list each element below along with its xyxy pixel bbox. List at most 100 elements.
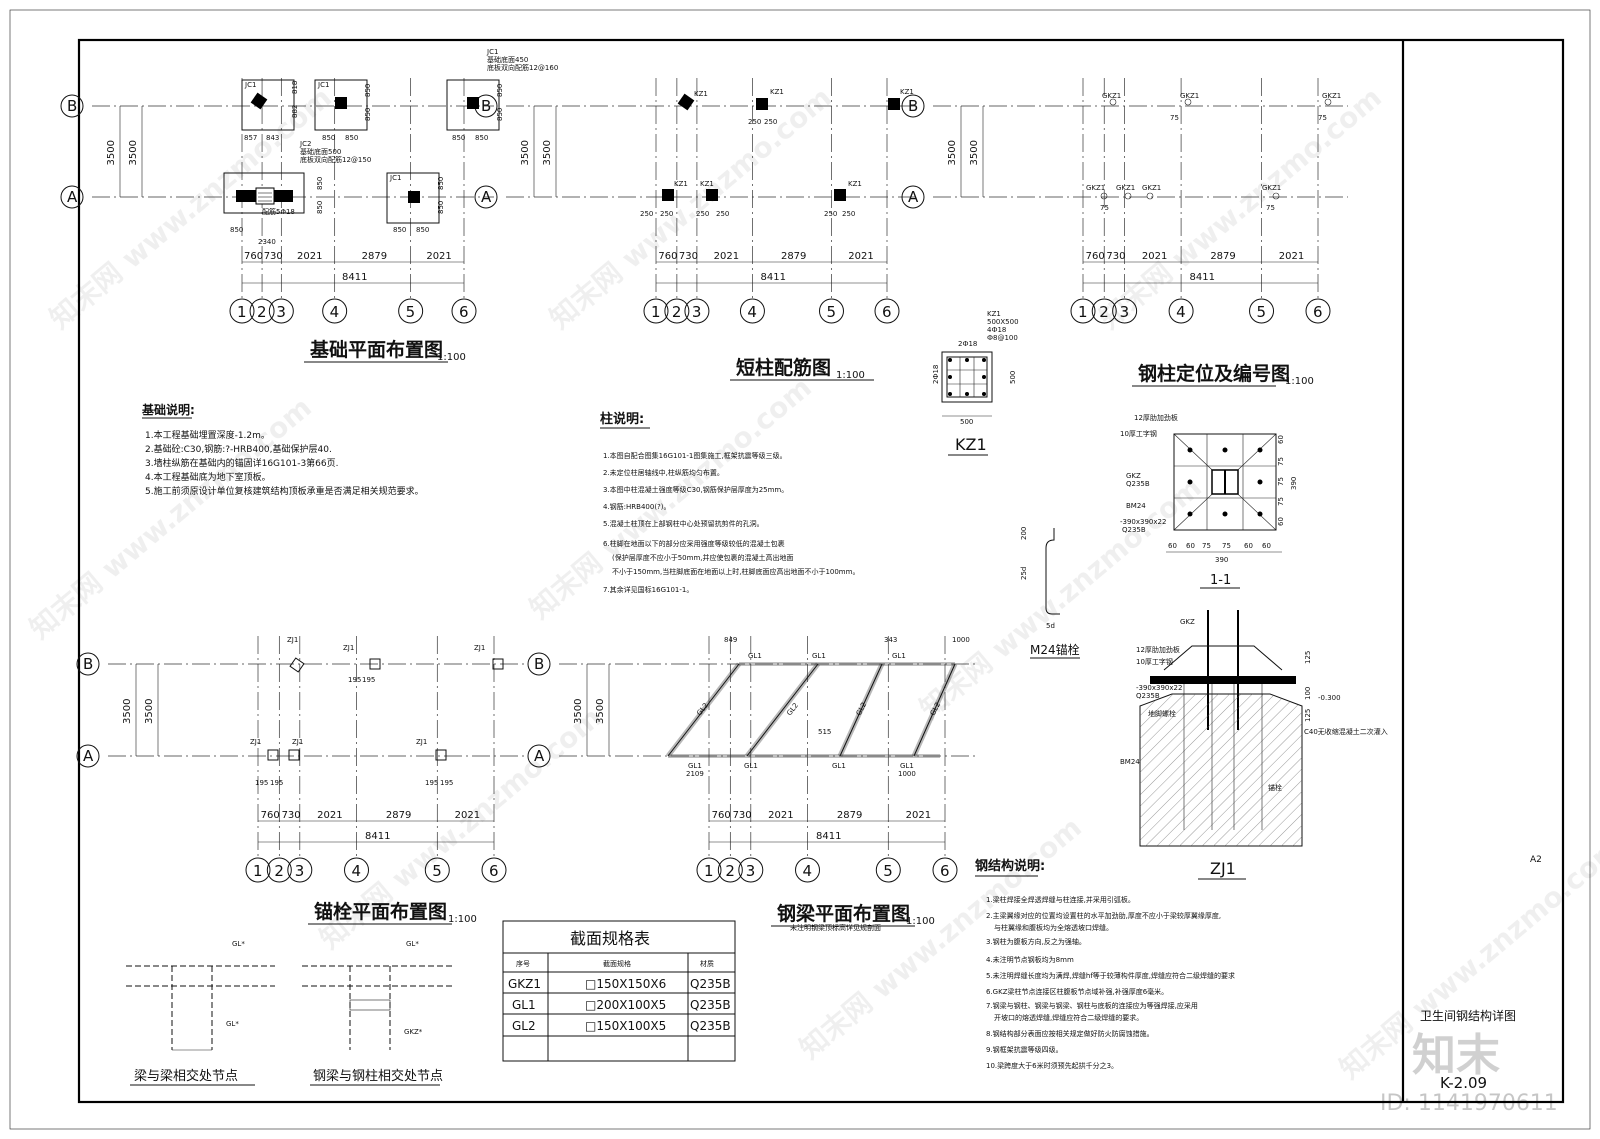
plan-scale: 1:100 (448, 914, 477, 925)
col-dimension: 730 (1106, 251, 1125, 262)
grid-label-col: 3 (746, 862, 756, 880)
plan-title: 钢柱定位及编号图 (1138, 362, 1290, 385)
svg-text:GL*: GL* (226, 1020, 239, 1028)
svg-text:200: 200 (1020, 527, 1028, 540)
grid-bubble-col (818, 298, 844, 324)
svg-text:250: 250 (696, 210, 709, 218)
svg-text:60: 60 (1277, 435, 1285, 444)
svg-text:250: 250 (640, 210, 653, 218)
svg-text:3.墙柱纵筋在基础内的锚固详16G101-3第66页.: 3.墙柱纵筋在基础内的锚固详16G101-3第66页. (145, 457, 338, 469)
grid-bubble-row (60, 185, 84, 209)
grid-bubble-col (229, 298, 255, 324)
svg-text:9.钢框架抗震等级四级。: 9.钢框架抗震等级四级。 (986, 1045, 1063, 1054)
svg-text:BM24: BM24 (1126, 502, 1146, 510)
grid-label-col: 1 (253, 862, 263, 880)
svg-text:GKZ*: GKZ* (404, 1028, 423, 1036)
row-dimension: 3500 (106, 140, 117, 165)
foundation-notes-title: 基础说明: (141, 402, 195, 417)
svg-text:125: 125 (1304, 709, 1312, 722)
joint-beam-column: GL* GKZ* 钢梁与钢柱相交处节点 (302, 940, 452, 1086)
row-dimension: 3500 (595, 699, 606, 724)
plan-title: 钢梁平面布置图 (777, 902, 910, 925)
svg-text:818: 818 (291, 81, 299, 94)
svg-text:2340: 2340 (258, 238, 276, 246)
image-id: ID: 1141970611 (1380, 1091, 1558, 1116)
svg-text:195: 195 (440, 779, 453, 787)
section-table: 截面规格表 序号 截面规格 材质 GKZ1 □150X150X6 Q235B G… (502, 920, 736, 1062)
gkz-label: GKZ1 (1322, 92, 1341, 100)
svg-text:500: 500 (1009, 371, 1017, 384)
col-dimension: 760 (1086, 251, 1105, 262)
svg-text:GL1: GL1 (744, 762, 758, 770)
kz-label: KZ1 (694, 90, 708, 98)
steel-notes-title: 钢结构说明: (975, 858, 1045, 874)
col-dimension: 2021 (714, 251, 739, 262)
grid-bubble-row (901, 94, 925, 118)
svg-text:2Ф18: 2Ф18 (932, 365, 940, 384)
drawing-frame (77, 38, 1565, 1104)
kz-label: KZ1 (900, 88, 914, 96)
svg-text:12厚肋加劲板: 12厚肋加劲板 (1136, 645, 1180, 654)
svg-text:195: 195 (425, 779, 438, 787)
svg-text:195: 195 (255, 779, 268, 787)
svg-text:250: 250 (842, 210, 855, 218)
svg-text:Q235B: Q235B (690, 1019, 731, 1033)
svg-text:6.柱脚在地面以下的部分应采用强度等级较低的混凝土包裹: 6.柱脚在地面以下的部分应采用强度等级较低的混凝土包裹 (603, 539, 785, 548)
svg-text:4.本工程基础底为地下室顶板。: 4.本工程基础底为地下室顶板。 (145, 471, 271, 483)
grid-bubble-col (1249, 298, 1275, 324)
svg-text:75: 75 (1277, 457, 1285, 466)
sheet-size-tag: A2 (1530, 855, 1542, 865)
svg-text:390: 390 (1290, 477, 1298, 490)
svg-text:Q235B: Q235B (1136, 692, 1160, 700)
grid-bubble-col (684, 298, 710, 324)
svg-text:4.未注明节点钢板均为8mm: 4.未注明节点钢板均为8mm (986, 955, 1074, 964)
col-dimension: 2879 (781, 251, 806, 262)
steel-notes: 钢结构说明: 1.梁柱焊接全焊透焊缝与柱连接,并采用引弧板。 2.主梁翼缘对应的… (975, 858, 1235, 1070)
svg-text:195: 195 (270, 779, 283, 787)
grid-bubble-col (322, 298, 348, 324)
grid-bubble-col (875, 857, 901, 883)
svg-text:500: 500 (960, 418, 973, 426)
svg-text:1.梁柱焊接全焊透焊缝与柱连接,并采用引弧板。: 1.梁柱焊接全焊透焊缝与柱连接,并采用引弧板。 (986, 895, 1135, 904)
col-dimension: 2879 (386, 810, 411, 821)
svg-text:850: 850 (345, 134, 358, 142)
gkz-label: GKZ1 (1262, 184, 1281, 192)
grid-label-row: A (67, 188, 78, 206)
svg-text:75: 75 (1170, 114, 1179, 122)
plan-scale: 1:100 (437, 352, 466, 363)
kz-label: KZ1 (700, 180, 714, 188)
grid-bubble-col (1070, 298, 1096, 324)
svg-text:10厚工字钢: 10厚工字钢 (1120, 429, 1157, 438)
svg-text:850: 850 (230, 226, 243, 234)
svg-text:5.混凝土柱顶在上部钢柱中心处预留抗剪件的孔洞。: 5.混凝土柱顶在上部钢柱中心处预留抗剪件的孔洞。 (603, 519, 764, 528)
section-table-title: 截面规格表 (570, 929, 650, 948)
grid-label-col: 1 (237, 303, 247, 321)
grid-label-col: 3 (295, 862, 305, 880)
gkz-label: GKZ1 (1102, 92, 1121, 100)
row-dimension: 3500 (128, 140, 139, 165)
svg-text:Q235B: Q235B (1126, 480, 1150, 488)
grid-label-col: 6 (459, 303, 469, 321)
svg-text:2109: 2109 (686, 770, 704, 778)
svg-text:-390x390x22: -390x390x22 (1136, 684, 1182, 692)
svg-text:850: 850 (364, 108, 372, 121)
grid-bubble-col (932, 857, 958, 883)
grid-label-col: 2 (1099, 303, 1109, 321)
jc-label: JC1 (486, 48, 498, 56)
grid-label-col: 4 (330, 303, 340, 321)
grid-label-col: 3 (276, 303, 286, 321)
svg-text:343: 343 (884, 636, 897, 644)
svg-text:8.钢结构部分表面应按相关规定做好防火防腐蚀措施。: 8.钢结构部分表面应按相关规定做好防火防腐蚀措施。 (986, 1029, 1154, 1038)
grid-label-col: 4 (803, 862, 813, 880)
grid-bubble-col (739, 298, 765, 324)
grid-label-col: 3 (1120, 303, 1130, 321)
grid-bubble-col (424, 857, 450, 883)
svg-text:5d: 5d (1046, 622, 1055, 630)
grid-bubble-col (287, 857, 313, 883)
svg-text:25d: 25d (1020, 567, 1028, 580)
beam-label: 配筋5Φ18 (262, 207, 295, 216)
svg-text:6.GKZ梁柱节点连接区柱腹板节点域补强,补强厚度6毫米。: 6.GKZ梁柱节点连接区柱腹板节点域补强,补强厚度6毫米。 (986, 987, 1168, 996)
grid-label-col: 5 (883, 862, 893, 880)
grid-label-col: 5 (432, 862, 442, 880)
